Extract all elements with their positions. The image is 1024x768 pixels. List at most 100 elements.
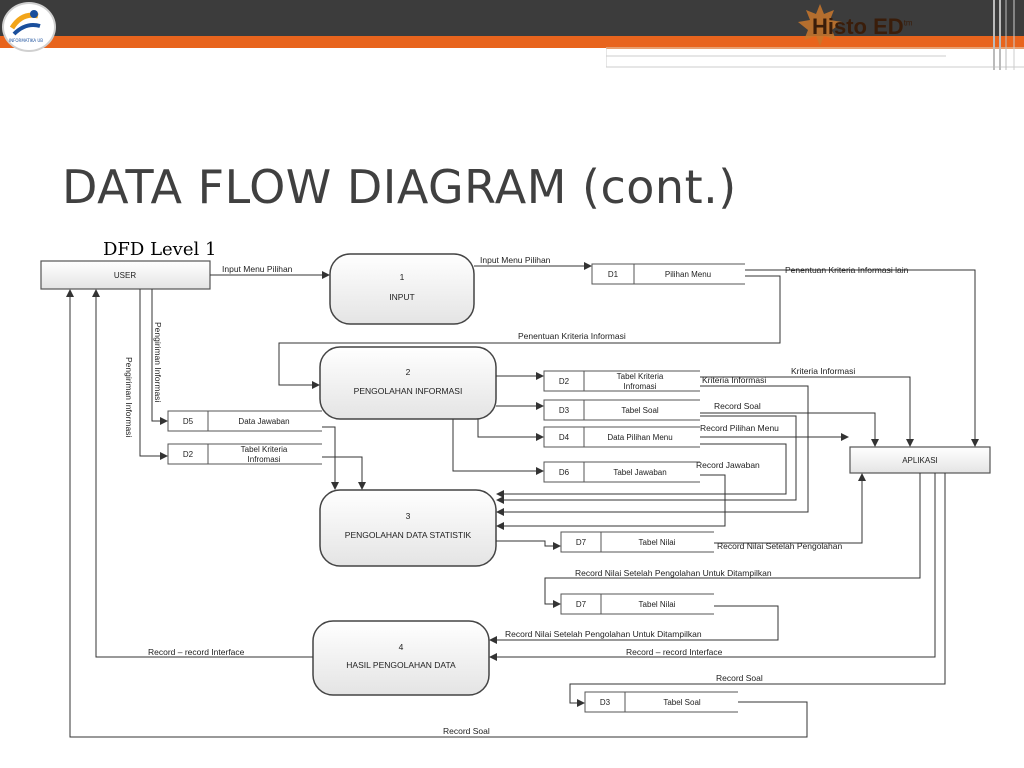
store-d3b-name: Tabel Soal [663,698,701,707]
store-d3b: D3 Tabel Soal [584,691,738,713]
store-d2b-name-line1: Tabel Kriteria [241,445,288,454]
store-d2b-name-line2: Infromasi [248,455,281,464]
store-d3a: D3 Tabel Soal [543,399,700,421]
flow-lines [66,262,979,738]
flow-aplikasi-to-d7b [544,473,921,608]
flow-label-record-pilihan: Record Pilihan Menu [700,423,779,433]
flow-user-to-d2b [139,289,168,460]
entity-aplikasi-label: APLIKASI [902,456,938,465]
store-d4: D4 Data Pilihan Menu [543,426,700,448]
process-1: 1 INPUT [329,253,475,325]
brand-trademark: tm [903,18,913,28]
logo [2,2,56,52]
store-d5: D5 Data Jawaban [167,410,322,432]
process-3: 3 PENGOLAHAN DATA STATISTIK [319,489,497,567]
flow-labels: Input Menu Pilihan Input Menu Pilihan Pe… [124,255,909,736]
store-d3a-id: D3 [559,406,570,415]
store-d4-id: D4 [559,433,570,442]
process-3-number: 3 [406,511,411,521]
store-d1: D1 Pilihan Menu [591,263,745,285]
diagram-subtitle: DFD Level 1 [103,239,217,260]
flow-d3b-to-user [66,289,808,738]
flow-label-record-soal-3: Record Soal [443,726,490,736]
flow-label-record-interface-1: Record – record Interface [148,647,245,657]
flow-p4-to-user [92,289,313,658]
flow-label-input-menu-2: Input Menu Pilihan [480,255,551,265]
process-4: 4 HASIL PENGOLAHAN DATA [312,620,490,696]
store-d3b-id: D3 [600,698,611,707]
process-3-name: PENGOLAHAN DATA STATISTIK [345,530,472,540]
logo-icon [9,10,41,36]
store-d1-id: D1 [608,270,619,279]
store-d6-id: D6 [559,468,570,477]
flow-d3a-to-aplikasi [700,412,879,447]
flow-d4-to-p3 [496,443,787,498]
brand-name: Histo EDtm [812,14,913,40]
store-d7a: D7 Tabel Nilai [560,531,714,553]
flow-d3a-to-p3 [496,415,797,504]
flow-label-input-menu-1: Input Menu Pilihan [222,264,293,274]
store-d1-name: Pilihan Menu [665,270,711,279]
store-d7a-name: Tabel Nilai [639,538,676,547]
flow-label-record-soal-1: Record Soal [714,401,761,411]
process-2-name: PENGOLAHAN INFORMASI [354,386,463,396]
flow-label-penentuan: Penentuan Kriteria Informasi [518,331,626,341]
brand-text: Histo ED [812,14,904,39]
flow-d1-to-pengolahan [278,275,781,389]
process-2: 2 PENGOLAHAN INFORMASI [319,346,497,420]
store-d2b-id: D2 [183,450,194,459]
flow-label-pengiriman-1: Pengiriman Informasi [153,322,163,402]
process-1-name: INPUT [389,292,415,302]
store-d6: D6 Tabel Jawaban [543,461,700,483]
store-d2a-id: D2 [559,377,570,386]
flow-p2-to-d6 [452,419,544,475]
flow-d5-to-p3 [322,426,339,490]
maple-leaf-icon [798,4,842,46]
flow-aplikasi-to-p4 [489,473,936,661]
store-d4-name: Data Pilihan Menu [607,433,672,442]
flow-label-record-jawaban: Record Jawaban [696,460,760,470]
flow-user-to-d5 [151,289,168,425]
store-d7b: D7 Tabel Nilai [560,593,714,615]
flow-label-kriteria-2: Kriteria Informasi [702,375,766,385]
header-accent-band [0,36,1024,48]
store-d2b: D2 Tabel Kriteria Infromasi [167,443,322,465]
header-bar [0,0,1024,36]
process-2-number: 2 [406,367,411,377]
store-d3a-name: Tabel Soal [621,406,659,415]
entity-user-label: USER [114,271,136,280]
entity-aplikasi: APLIKASI [849,446,991,474]
flow-label-pengiriman-2: Pengiriman Informasi [124,357,134,437]
process-4-name: HASIL PENGOLAHAN DATA [346,660,456,670]
store-d6-name: Tabel Jawaban [613,468,666,477]
flow-d2a-to-aplikasi [700,376,914,447]
flow-p2-to-d4 [477,419,544,441]
flow-d2a-to-p3 [496,385,809,516]
flow-label-record-nilai-tampil-1: Record Nilai Setelah Pengolahan Untuk Di… [575,568,772,578]
page-title: DATA FLOW DIAGRAM (cont.) [62,160,737,214]
flow-d6-to-p3 [496,474,726,530]
store-d5-name: Data Jawaban [238,417,289,426]
process-1-number: 1 [400,272,405,282]
header-decoration-lines [606,47,1024,68]
store-d7b-id: D7 [576,600,587,609]
flow-label-penentuan-lain: Penentuan Kriteria Informasi lain [785,265,909,275]
entity-user: USER [40,260,211,290]
flow-aplikasi-to-d3b [569,473,946,707]
flow-label-record-interface-2: Record – record Interface [626,647,723,657]
flow-d1-to-aplikasi [745,269,979,447]
store-d7b-name: Tabel Nilai [639,600,676,609]
flow-label-record-nilai-setelah: Record Nilai Setelah Pengolahan [717,541,842,551]
flow-label-record-soal-2: Record Soal [716,673,763,683]
flow-d2b-to-p3 [322,456,366,490]
flow-d7a-to-aplikasi [714,473,866,544]
logo-text: INFORMATIKA UB [8,38,44,43]
header-vertical-lines [993,0,1015,70]
flow-label-record-nilai-tampil-2: Record Nilai Setelah Pengolahan Untuk Di… [505,629,702,639]
flow-label-kriteria-1: Kriteria Informasi [791,366,855,376]
store-d2a-name-line2: Infromasi [624,382,657,391]
process-4-number: 4 [399,642,404,652]
store-d2a-name-line1: Tabel Kriteria [617,372,664,381]
store-d5-id: D5 [183,417,194,426]
